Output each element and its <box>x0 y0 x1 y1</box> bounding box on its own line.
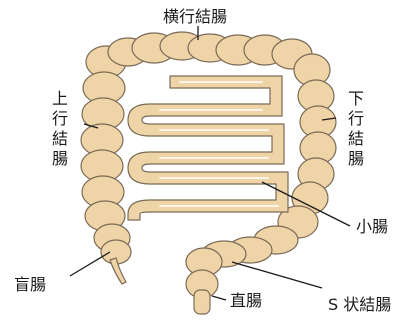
small-intestine-folds <box>160 82 278 206</box>
label-ascending-char-4: 腸 <box>52 149 68 168</box>
label-descending-char-1: 下 <box>348 89 364 108</box>
transverse-colon <box>108 32 312 69</box>
label-descending-colon: 下 行 結 腸 <box>348 89 364 168</box>
label-sigmoid-colon: S 状結腸 <box>328 295 391 314</box>
label-descending-char-4: 腸 <box>348 149 364 168</box>
label-descending-char-3: 結 <box>348 129 364 148</box>
cecum <box>101 240 131 284</box>
sigmoid-colon <box>186 206 318 276</box>
label-descending-char-2: 行 <box>348 109 364 128</box>
label-small-intestine: 小腸 <box>356 217 388 236</box>
label-cecum: 盲腸 <box>14 275 46 294</box>
label-ascending-char-2: 行 <box>52 109 68 128</box>
ascending-colon <box>81 46 130 252</box>
label-ascending-char-1: 上 <box>52 89 68 108</box>
label-transverse-colon: 横行結腸 <box>163 7 227 26</box>
label-rectum: 直腸 <box>230 291 262 310</box>
small-intestine-tube <box>128 76 288 220</box>
small-intestine <box>128 76 288 220</box>
descending-colon <box>292 54 336 214</box>
label-ascending-colon: 上 行 結 腸 <box>52 89 68 168</box>
rectum <box>186 270 218 314</box>
label-ascending-char-3: 結 <box>52 129 68 148</box>
